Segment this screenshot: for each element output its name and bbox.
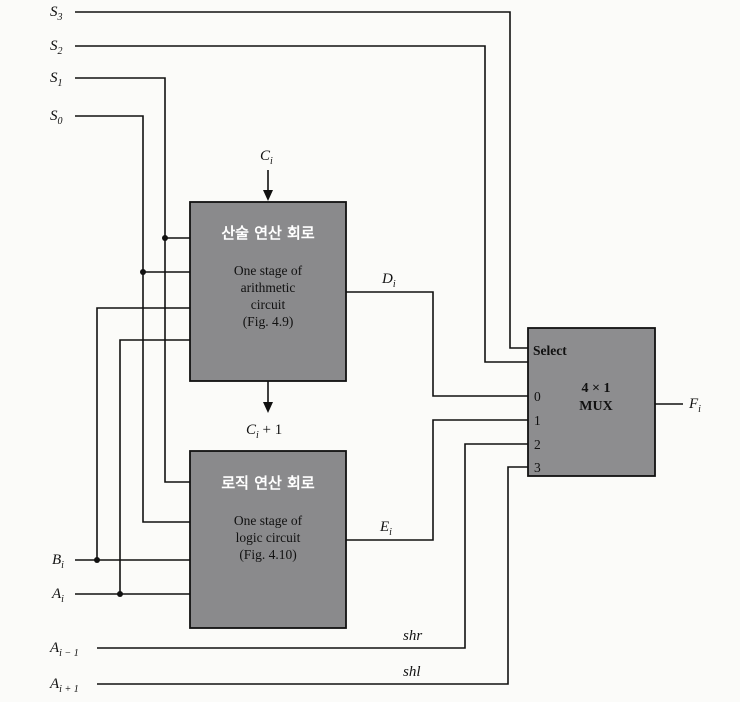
mux-select-label: Select: [533, 343, 567, 358]
wire-bi-to-arith: [96, 307, 190, 560]
input-labels: S3 S2 S1 S0 Bi Ai Ai − 1 Ai + 1: [49, 4, 79, 695]
label-ai: Ai: [51, 586, 64, 605]
mux-block: [527, 327, 656, 477]
junction-dot: [140, 269, 146, 275]
logic-block-line: (Fig. 4.10): [239, 547, 296, 562]
mux-input-3: 3: [534, 460, 541, 475]
label-s1: S1: [50, 70, 63, 89]
arrow-ci-in: [263, 190, 273, 201]
arithmetic-block-line: arithmetic: [241, 280, 296, 295]
arrow-ci-out: [263, 402, 273, 413]
label-s2: S2: [50, 38, 63, 57]
arithmetic-block-line: One stage of: [234, 263, 303, 278]
wire-s3: [75, 11, 528, 349]
logic-block-korean-title: 로직 연산 회로: [221, 474, 314, 492]
label-shl: shl: [403, 664, 421, 680]
label-carry-out: Ci + 1: [246, 422, 282, 441]
label-fi: Fi: [688, 396, 701, 415]
wire-s1: [75, 77, 190, 483]
junction-dot: [94, 557, 100, 563]
mux-title-line1: 4 × 1: [582, 381, 611, 396]
label-shr: shr: [403, 628, 422, 644]
label-ai-minus-1: Ai − 1: [49, 640, 79, 659]
arithmetic-block-korean-title: 산술 연산 회로: [221, 224, 314, 242]
wire-s2: [75, 45, 528, 363]
junction-dot: [162, 235, 168, 241]
label-s0: S0: [50, 108, 63, 127]
mux-input-0: 0: [534, 389, 541, 404]
mux-title-line2: MUX: [579, 399, 612, 414]
wire-ei: [346, 419, 528, 541]
junction-dots: [94, 235, 168, 597]
mux-input-1: 1: [534, 413, 541, 428]
label-di: Di: [381, 271, 396, 290]
arithmetic-circuit-block: [189, 201, 347, 382]
label-s3: S3: [50, 4, 63, 23]
wires: [75, 11, 683, 685]
label-bi: Bi: [52, 552, 64, 571]
wire-s0: [75, 115, 190, 523]
logic-block-line: logic circuit: [236, 530, 301, 545]
label-ai-plus-1: Ai + 1: [49, 676, 79, 695]
wire-ai-to-arith: [119, 339, 190, 594]
label-ei: Ei: [379, 519, 392, 538]
arithmetic-block-line: (Fig. 4.9): [243, 314, 294, 329]
wire-shl: [97, 466, 528, 685]
mux-input-2: 2: [534, 437, 541, 452]
logic-circuit-block: [189, 450, 347, 629]
junction-dot: [117, 591, 123, 597]
logic-block-line: One stage of: [234, 513, 303, 528]
wire-di: [346, 291, 528, 397]
wire-shr: [97, 443, 528, 649]
arithmetic-block-line: circuit: [251, 297, 286, 312]
label-carry-in: Ci: [260, 148, 273, 167]
